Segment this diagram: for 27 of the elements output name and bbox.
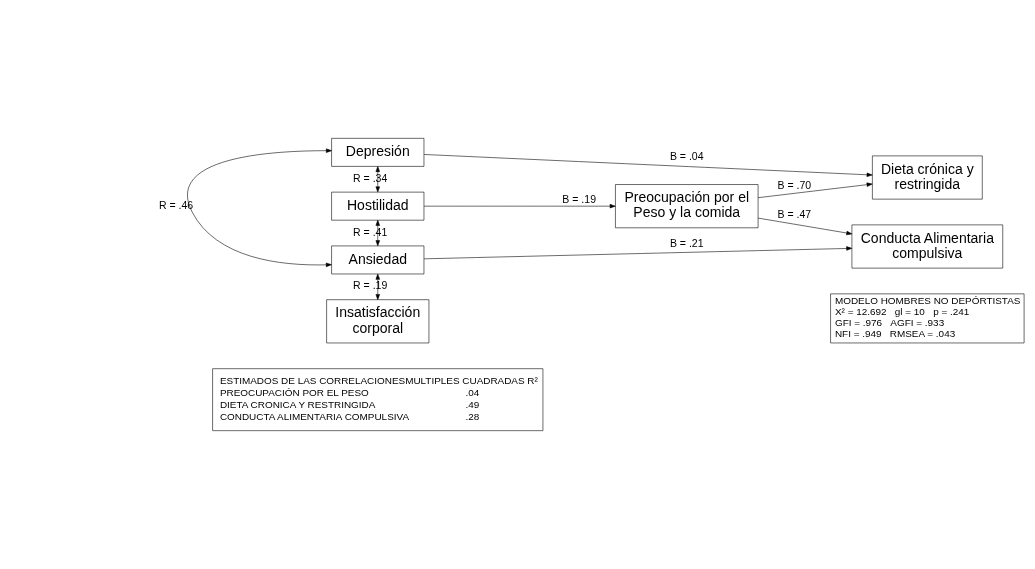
arrow (757, 217, 853, 236)
arrow (375, 166, 380, 193)
arrow (423, 154, 873, 177)
arrow (375, 273, 380, 300)
edge-label: B = .04 (669, 150, 704, 163)
arrow (187, 148, 332, 267)
arrow (375, 219, 380, 247)
node-box: ESTIMADOS DE LAS CORRELACIONESMULTIPLES CUADRADAS R² PREOCUPACIÓN POR EL PESO .04 DIETA CRONICA Y RESTRINGIDA .49 CONDUCTA ALIMENTARIA COMPULSIVA .28 (212, 368, 544, 431)
arrow (757, 182, 873, 198)
arrow (423, 246, 853, 260)
edge-label: B = .70 (777, 178, 812, 191)
node-box: Hostilidad (331, 191, 425, 221)
node-box: Depresión (331, 138, 425, 167)
edge-label: R = .46 (158, 198, 194, 211)
node-box: Dieta crónica y restringida (872, 155, 983, 200)
edge-label: B = .19 (562, 192, 596, 205)
edge-label: B = .21 (669, 237, 704, 250)
edge-label: R = .19 (353, 279, 388, 292)
node-box: Conducta Alimentaria compulsiva (851, 224, 1004, 269)
edge-label: R = .34 (353, 171, 388, 184)
node-box: Insatisfacción corporal (326, 299, 430, 344)
edge-label: R = .41 (353, 225, 388, 238)
node-box: Ansiedad (331, 245, 425, 275)
edge-label: B = .47 (777, 208, 812, 221)
node-box: MODELO HOMBRES NO DEPÓRTISTAS X² = 12.692 gl = 10 p = .241 GFI = .976 AGFI = .933 NFI = .949 RMSEA = .043 (830, 293, 1025, 344)
arrow (423, 204, 616, 209)
node-box: Preocupación por el Peso y la comida (615, 184, 759, 229)
